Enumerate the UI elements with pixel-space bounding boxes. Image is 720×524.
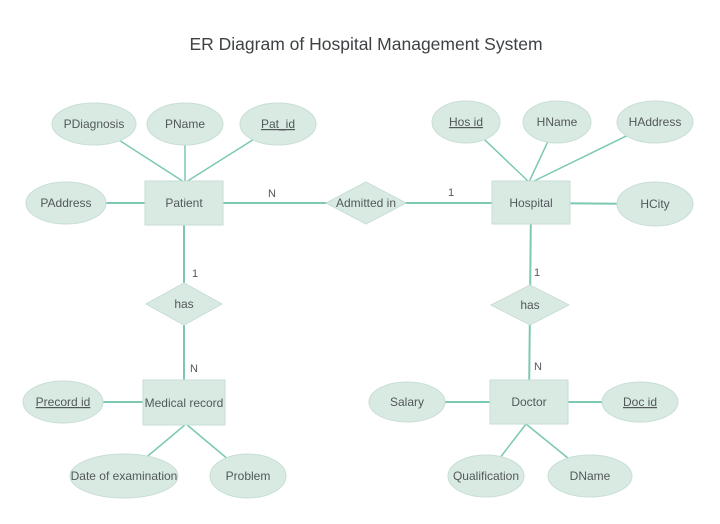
attribute-hos-id[interactable]: Hos id: [431, 100, 501, 144]
attribute-precord-id-ellipse[interactable]: [22, 380, 104, 424]
relationship-admitted-in-diamond[interactable]: [324, 181, 408, 225]
entity-hospital-box[interactable]: [491, 180, 571, 225]
attribute-date-of-examination-label: Date of examination: [71, 469, 178, 483]
attribute-haddress[interactable]: HAddress: [616, 100, 694, 144]
entity-patient-label: Patient: [165, 196, 203, 210]
attribute-salary-label: Salary: [390, 395, 424, 409]
attribute-pname-label: PName: [165, 117, 205, 131]
attribute-hname-ellipse[interactable]: [522, 100, 592, 144]
entity-patient[interactable]: Patient: [144, 180, 224, 226]
attribute-pat-id-label: Pat_id: [261, 117, 295, 131]
attribute-hname[interactable]: HName: [522, 100, 592, 144]
attribute-paddress[interactable]: PAddress: [25, 181, 107, 225]
attribute-dname[interactable]: DName: [547, 454, 633, 498]
attribute-hos-id-label: Hos id: [449, 115, 483, 129]
relationship-nodes: Admitted in has has: [144, 181, 571, 326]
attribute-doc-id-label: Doc id: [623, 395, 657, 409]
cardinality-labels: N 1 1 N 1 N: [190, 187, 542, 375]
entity-doctor-label: Doctor: [511, 395, 546, 409]
cardinality-hospital-admittedin: 1: [448, 187, 454, 199]
cardinality-patient-admittedin: N: [268, 188, 276, 200]
attribute-haddress-label: HAddress: [629, 115, 682, 129]
attribute-problem[interactable]: Problem: [209, 453, 287, 499]
attribute-pname[interactable]: PName: [146, 102, 224, 146]
cardinality-hospital-has: 1: [534, 267, 540, 279]
entity-hospital-label: Hospital: [509, 196, 552, 210]
diagram-title: ER Diagram of Hospital Management System: [189, 34, 542, 54]
relationship-patient-has[interactable]: has: [144, 282, 224, 326]
entity-hospital[interactable]: Hospital: [491, 180, 571, 225]
attribute-problem-ellipse[interactable]: [209, 453, 287, 499]
attribute-hcity-label: HCity: [640, 197, 669, 211]
entity-doctor[interactable]: Doctor: [489, 379, 569, 425]
attribute-dname-label: DName: [570, 469, 611, 483]
attribute-qualification-label: Qualification: [453, 469, 519, 483]
entity-doctor-box[interactable]: [489, 379, 569, 425]
entity-nodes: Patient Hospital Medical record Doctor: [142, 180, 571, 426]
relationship-patient-has-label: has: [174, 297, 193, 311]
relationship-hospital-has-diamond[interactable]: [489, 284, 571, 326]
relationship-patient-has-diamond[interactable]: [144, 282, 224, 326]
relationship-admitted-in[interactable]: Admitted in: [324, 181, 408, 225]
attribute-qualification[interactable]: Qualification: [447, 454, 525, 498]
attribute-hcity[interactable]: HCity: [616, 181, 694, 227]
attribute-pname-ellipse[interactable]: [146, 102, 224, 146]
relationship-hospital-has-label: has: [520, 298, 539, 312]
attribute-precord-id-label: Precord id: [36, 395, 91, 409]
attribute-pdiagnosis-label: PDiagnosis: [64, 117, 125, 131]
attribute-dname-ellipse[interactable]: [547, 454, 633, 498]
attribute-doc-id[interactable]: Doc id: [601, 381, 679, 423]
entity-patient-box[interactable]: [144, 180, 224, 226]
attribute-pdiagnosis[interactable]: PDiagnosis: [51, 102, 137, 146]
relationship-admitted-in-label: Admitted in: [336, 196, 396, 210]
cardinality-doctor-has: N: [534, 361, 542, 373]
cardinality-record-has: N: [190, 363, 198, 375]
attribute-paddress-ellipse[interactable]: [25, 181, 107, 225]
entity-medical-record-label: Medical record: [145, 396, 224, 410]
attribute-paddress-label: PAddress: [40, 196, 91, 210]
relationship-hospital-has[interactable]: has: [489, 284, 571, 326]
cardinality-patient-has: 1: [192, 268, 198, 280]
attribute-hname-label: HName: [537, 115, 578, 129]
attribute-date-of-examination-ellipse[interactable]: [69, 453, 179, 499]
attribute-hcity-ellipse[interactable]: [616, 181, 694, 227]
attribute-haddress-ellipse[interactable]: [616, 100, 694, 144]
entity-medical-record-box[interactable]: [142, 379, 226, 426]
attribute-precord-id[interactable]: Precord id: [22, 380, 104, 424]
attribute-pdiagnosis-ellipse[interactable]: [51, 102, 137, 146]
attribute-hos-id-ellipse[interactable]: [431, 100, 501, 144]
attribute-salary-ellipse[interactable]: [368, 381, 446, 423]
attribute-pat-id[interactable]: Pat_id: [239, 102, 317, 146]
entity-medical-record[interactable]: Medical record: [142, 379, 226, 426]
attribute-nodes: PDiagnosis PName Pat_id PAddress Hos id …: [22, 100, 694, 499]
attribute-qualification-ellipse[interactable]: [447, 454, 525, 498]
attribute-salary[interactable]: Salary: [368, 381, 446, 423]
attribute-date-of-examination[interactable]: Date of examination: [69, 453, 179, 499]
attribute-problem-label: Problem: [226, 469, 271, 483]
attribute-pat-id-ellipse[interactable]: [239, 102, 317, 146]
attribute-doc-id-ellipse[interactable]: [601, 381, 679, 423]
